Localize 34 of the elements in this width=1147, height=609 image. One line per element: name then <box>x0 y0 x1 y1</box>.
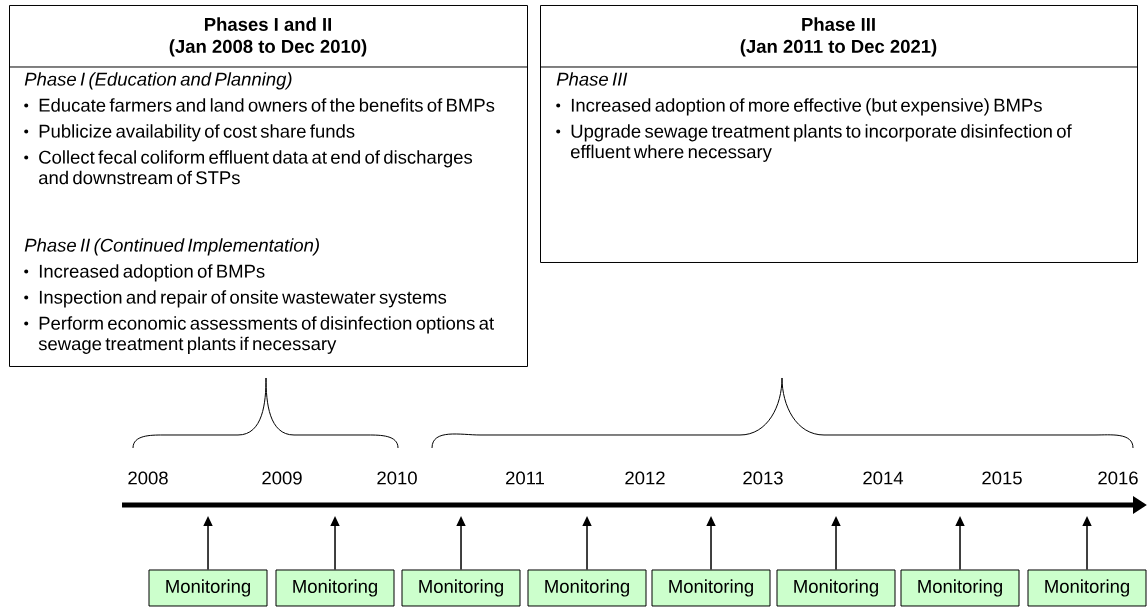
section-heading: Phase III <box>556 72 628 86</box>
monitoring-box: Monitoring <box>275 569 395 607</box>
monitoring-box: Monitoring <box>148 569 268 607</box>
year-label: 2014 <box>863 471 904 485</box>
monitoring-box: Monitoring <box>651 569 771 607</box>
monitoring-box: Monitoring <box>900 569 1020 607</box>
monitoring-box: Monitoring <box>401 569 521 607</box>
bullet-item: Publicize availability of cost share funds <box>24 124 355 142</box>
bullet-item: Increased adoption of BMPs <box>24 264 265 282</box>
year-label: 2012 <box>625 471 665 485</box>
monitoring-box: Monitoring <box>1027 569 1147 607</box>
box-title: Phases I and II <box>205 17 332 31</box>
date-range: (Jan 2008 to Dec 2010) <box>169 39 367 57</box>
bullet-item: Educate farmers and land owners of the benefits of BMPs <box>24 98 495 112</box>
year-label: 2009 <box>262 471 302 485</box>
year-label: 2015 <box>982 471 1022 485</box>
bullet-item: Perform economic assessments of disinfection options at sewage treatment plants if necessary <box>24 316 494 354</box>
year-label: 2011 <box>506 471 544 485</box>
year-label: 2016 <box>1098 471 1138 485</box>
section-heading: Phase I (Education and Planning) <box>24 72 292 90</box>
date-range: (Jan 2011 to Dec 2021) <box>740 39 937 57</box>
bullet-item: Increased adoption of more effective (but expensive) BMPs <box>556 98 1042 116</box>
year-label: 2013 <box>743 471 783 485</box>
section-heading: Phase II (Continued Implementation) <box>24 238 319 256</box>
year-label: 2010 <box>377 471 417 485</box>
phase-box <box>8 5 528 367</box>
monitoring-box: Monitoring <box>527 569 647 607</box>
box-title: Phase III <box>802 17 875 31</box>
phase-box <box>539 5 1138 263</box>
monitoring-box: Monitoring <box>776 569 896 607</box>
year-label: 2008 <box>128 471 168 485</box>
bullet-item: Collect fecal coliform effluent data at end of discharges and downstream of STPs <box>24 150 473 185</box>
bullet-item: Inspection and repair of onsite wastewater systems <box>24 290 447 308</box>
bullet-item: Upgrade sewage treatment plants to incorporate disinfection of effluent where necessary <box>556 124 1072 162</box>
